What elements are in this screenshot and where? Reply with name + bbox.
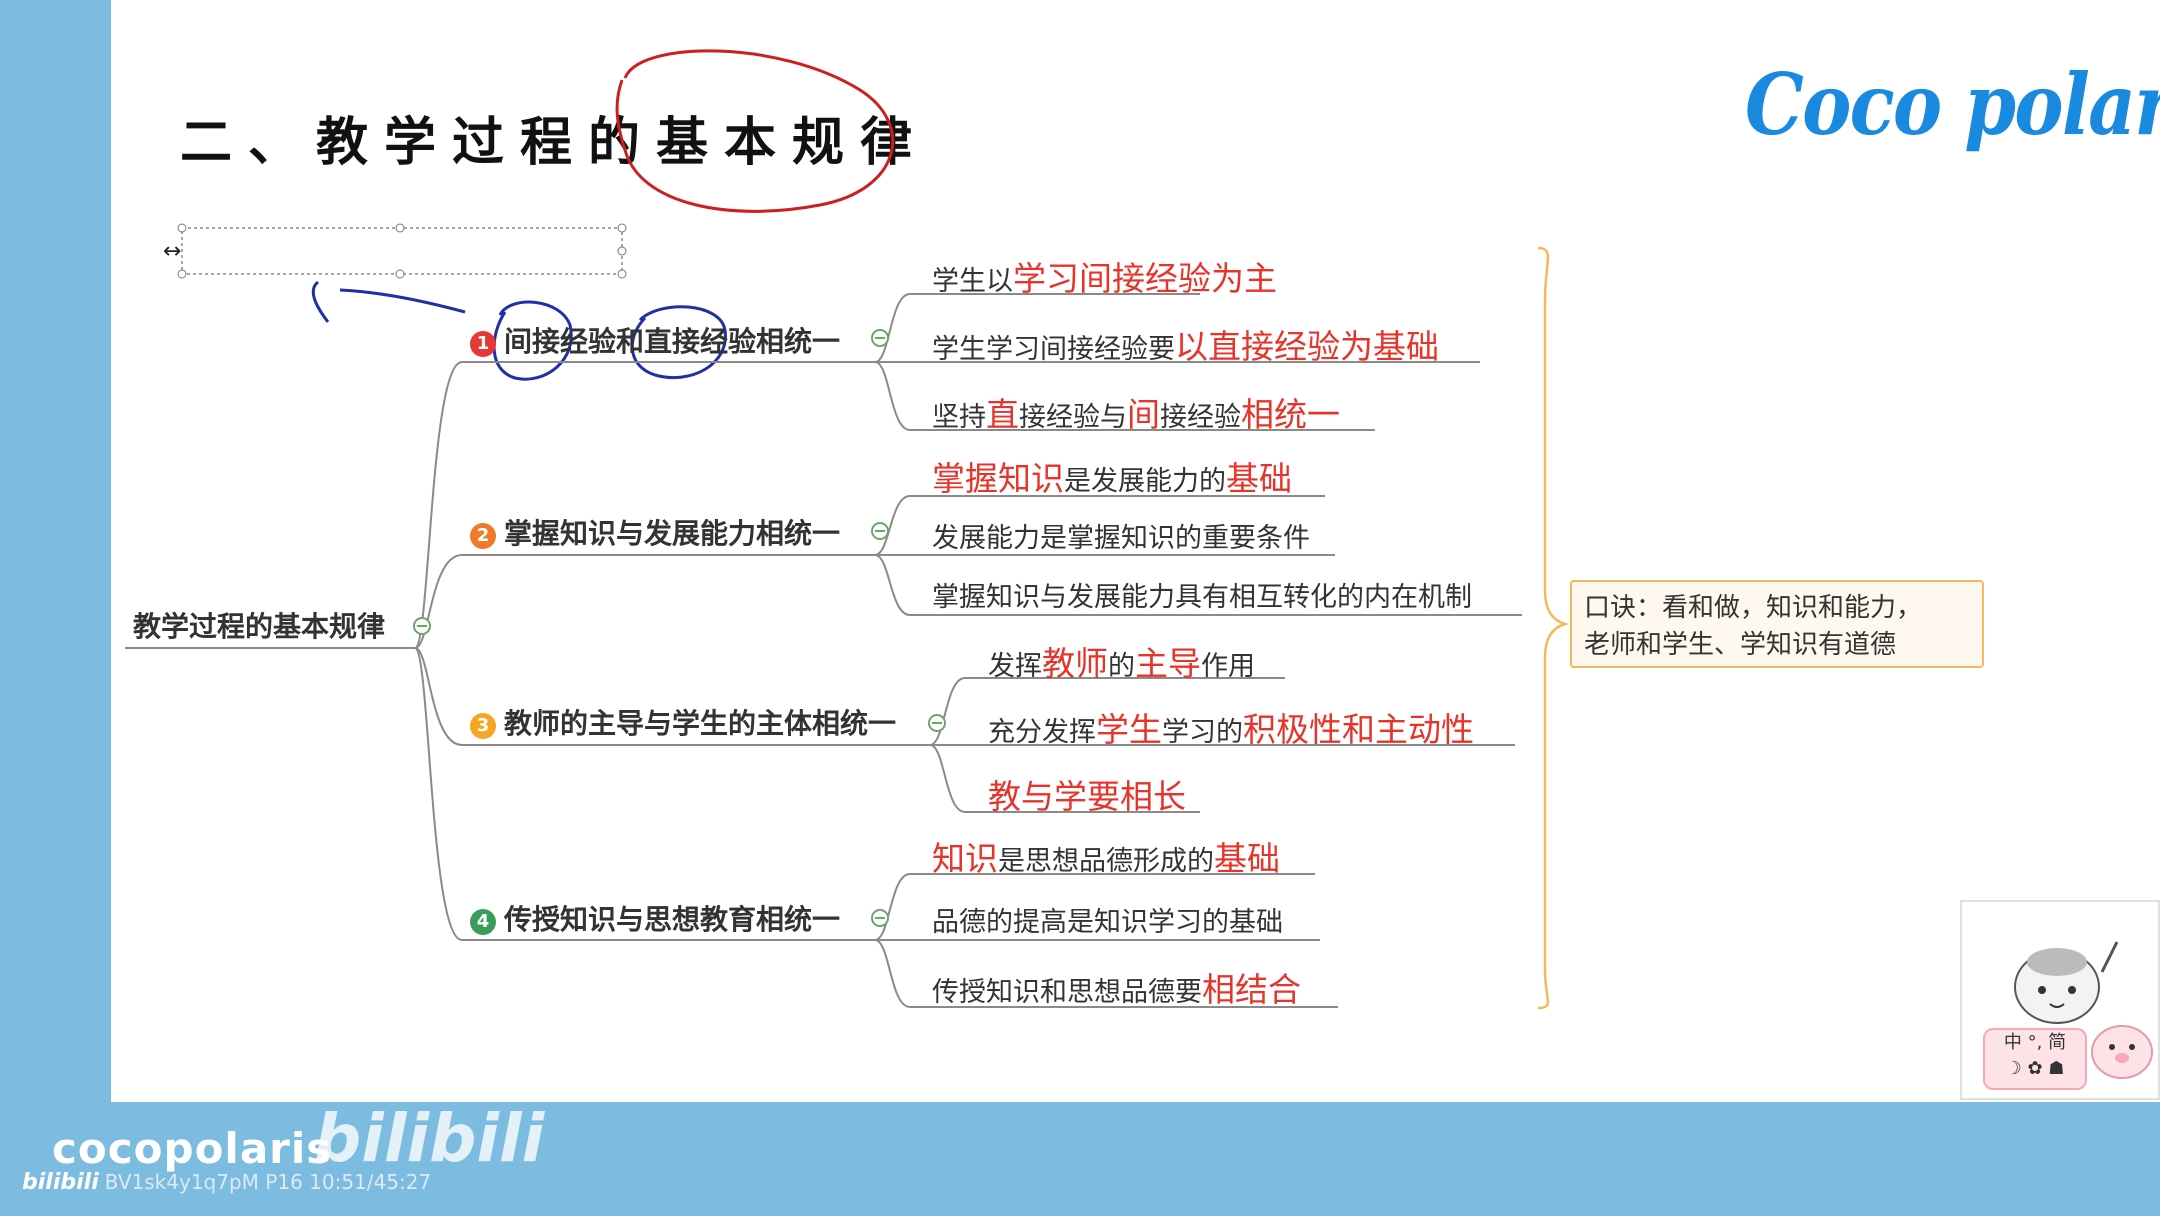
resize-cursor-icon: ↔ [163, 239, 181, 264]
branch-label: 教师的主导与学生的主体相统一 [504, 707, 897, 740]
leaf-node-3-3[interactable]: 教与学要相长 [988, 770, 1186, 818]
slide-title: 二、教学过程的基本规律 [180, 112, 929, 173]
highlight-text: 学生 [1096, 710, 1162, 749]
mindmap-connectors [125, 293, 1522, 1008]
highlight-text: 主导 [1135, 644, 1201, 683]
highlight-text: 教师 [1042, 644, 1108, 683]
leaf-text: 品德的提高是知识学习的基础 [932, 907, 1283, 938]
leaf-text: 接经验与 [1019, 402, 1127, 433]
leaf-text: 作用 [1201, 651, 1255, 682]
branch-node-4[interactable]: 4 传授知识与思想教育相统一 [470, 898, 840, 938]
leaf-text: 充分发挥 [988, 717, 1096, 748]
highlight-text: 直 [986, 395, 1019, 434]
video-info: BV1sk4y1q7pM P16 10:51/45:27 [104, 1170, 432, 1194]
highlight-text: 基础 [1226, 459, 1292, 498]
leaf-text: 发展能力是掌握知识的重要条件 [932, 523, 1310, 554]
leaf-node-1-1[interactable]: 学生以学习间接经验为主 [932, 252, 1277, 300]
leaf-text: 学生学习间接经验要 [932, 334, 1175, 365]
mnemonic-box[interactable]: 口诀：看和做，知识和能力， 老师和学生、学知识有道德 [1570, 580, 1984, 668]
mnemonic-line-2: 老师和学生、学知识有道德 [1584, 630, 1897, 660]
leaf-text: 掌握知识与发展能力具有相互转化的内在机制 [932, 582, 1472, 613]
ime-line-2: ☽ ✿ ☗ [2005, 1058, 2065, 1079]
ime-line-1: 中 °, 简 [2003, 1032, 2067, 1053]
highlight-text: 相结合 [1202, 970, 1301, 1009]
leaf-text: 接经验 [1160, 402, 1241, 433]
leaf-text: 坚持 [932, 402, 986, 433]
branch-label: 掌握知识与发展能力相统一 [504, 517, 841, 550]
brand-logo: Coco polaris [1745, 55, 2160, 154]
leaf-node-2-2[interactable]: 发展能力是掌握知识的重要条件 [932, 516, 1310, 555]
highlight-text: 学习间接经验为主 [1013, 259, 1277, 298]
leaf-node-4-2[interactable]: 品德的提高是知识学习的基础 [932, 900, 1283, 939]
highlight-text: 积极性和主动性 [1243, 710, 1474, 749]
branch-number-badge: 1 [470, 331, 496, 357]
leaf-node-1-3[interactable]: 坚持直接经验与间接经验相统一 [932, 388, 1340, 436]
leaf-node-1-2[interactable]: 学生学习间接经验要以直接经验为基础 [932, 320, 1439, 368]
selection-textbox [181, 227, 623, 275]
leaf-text: 是思想品德形成的 [998, 846, 1214, 877]
leaf-node-3-2[interactable]: 充分发挥学生学习的积极性和主动性 [988, 703, 1474, 751]
uploader-name: cocopolaris [52, 1124, 333, 1173]
leaf-text: 是发展能力的 [1064, 466, 1226, 497]
leaf-text: 传授知识和思想品德要 [932, 977, 1202, 1008]
pen-circle-2 [630, 305, 727, 380]
highlight-text: 教与学要相长 [988, 777, 1186, 816]
summary-brace [1537, 246, 1570, 1010]
branch-number-badge: 2 [470, 523, 496, 549]
pen-arrow-head [311, 280, 330, 323]
leaf-node-2-1[interactable]: 掌握知识是发展能力的基础 [932, 452, 1292, 500]
highlight-text: 基础 [1214, 839, 1280, 878]
branch-number-badge: 4 [470, 909, 496, 935]
bilibili-logo: bilibili [314, 1100, 545, 1177]
branch-number-badge: 3 [470, 713, 496, 739]
leaf-text: 发挥 [988, 651, 1042, 682]
pen-circle-1 [492, 300, 573, 381]
red-circle-annotation [615, 49, 895, 213]
leaf-node-2-3[interactable]: 掌握知识与发展能力具有相互转化的内在机制 [932, 575, 1472, 614]
highlight-text: 以直接经验为基础 [1175, 327, 1439, 366]
branch-node-1[interactable]: 1 间接经验和直接经验相统一 [470, 320, 840, 360]
ime-status-badge[interactable]: 中 °, 简 ☽ ✿ ☗ [1983, 1028, 2087, 1090]
slide-canvas [111, 0, 2160, 1102]
highlight-text: 掌握知识 [932, 459, 1064, 498]
leaf-node-4-1[interactable]: 知识是思想品德形成的基础 [932, 832, 1280, 880]
branch-node-3[interactable]: 3 教师的主导与学生的主体相统一 [470, 702, 896, 742]
branch-node-2[interactable]: 2 掌握知识与发展能力相统一 [470, 512, 840, 552]
leaf-text: 的 [1108, 651, 1135, 682]
highlight-text: 间 [1127, 395, 1160, 434]
branch-label: 传授知识与思想教育相统一 [504, 903, 841, 936]
branch-label: 间接经验和直接经验相统一 [504, 325, 841, 358]
collapse-toggles [413, 329, 946, 927]
mindmap-root[interactable]: 教学过程的基本规律 [133, 610, 386, 643]
leaf-node-3-1[interactable]: 发挥教师的主导作用 [988, 637, 1255, 685]
highlight-text: 相统一 [1241, 395, 1340, 434]
pen-arrow-stroke [339, 288, 466, 314]
mnemonic-line-1: 口诀：看和做，知识和能力， [1584, 593, 1923, 623]
leaf-text: 学生以 [932, 266, 1013, 297]
leaf-node-4-3[interactable]: 传授知识和思想品德要相结合 [932, 963, 1301, 1011]
watermark-logo: bilibili [22, 1170, 99, 1195]
leaf-text: 学习的 [1162, 717, 1243, 748]
highlight-text: 知识 [932, 839, 998, 878]
cat-mascot-icon [2014, 941, 2153, 1079]
